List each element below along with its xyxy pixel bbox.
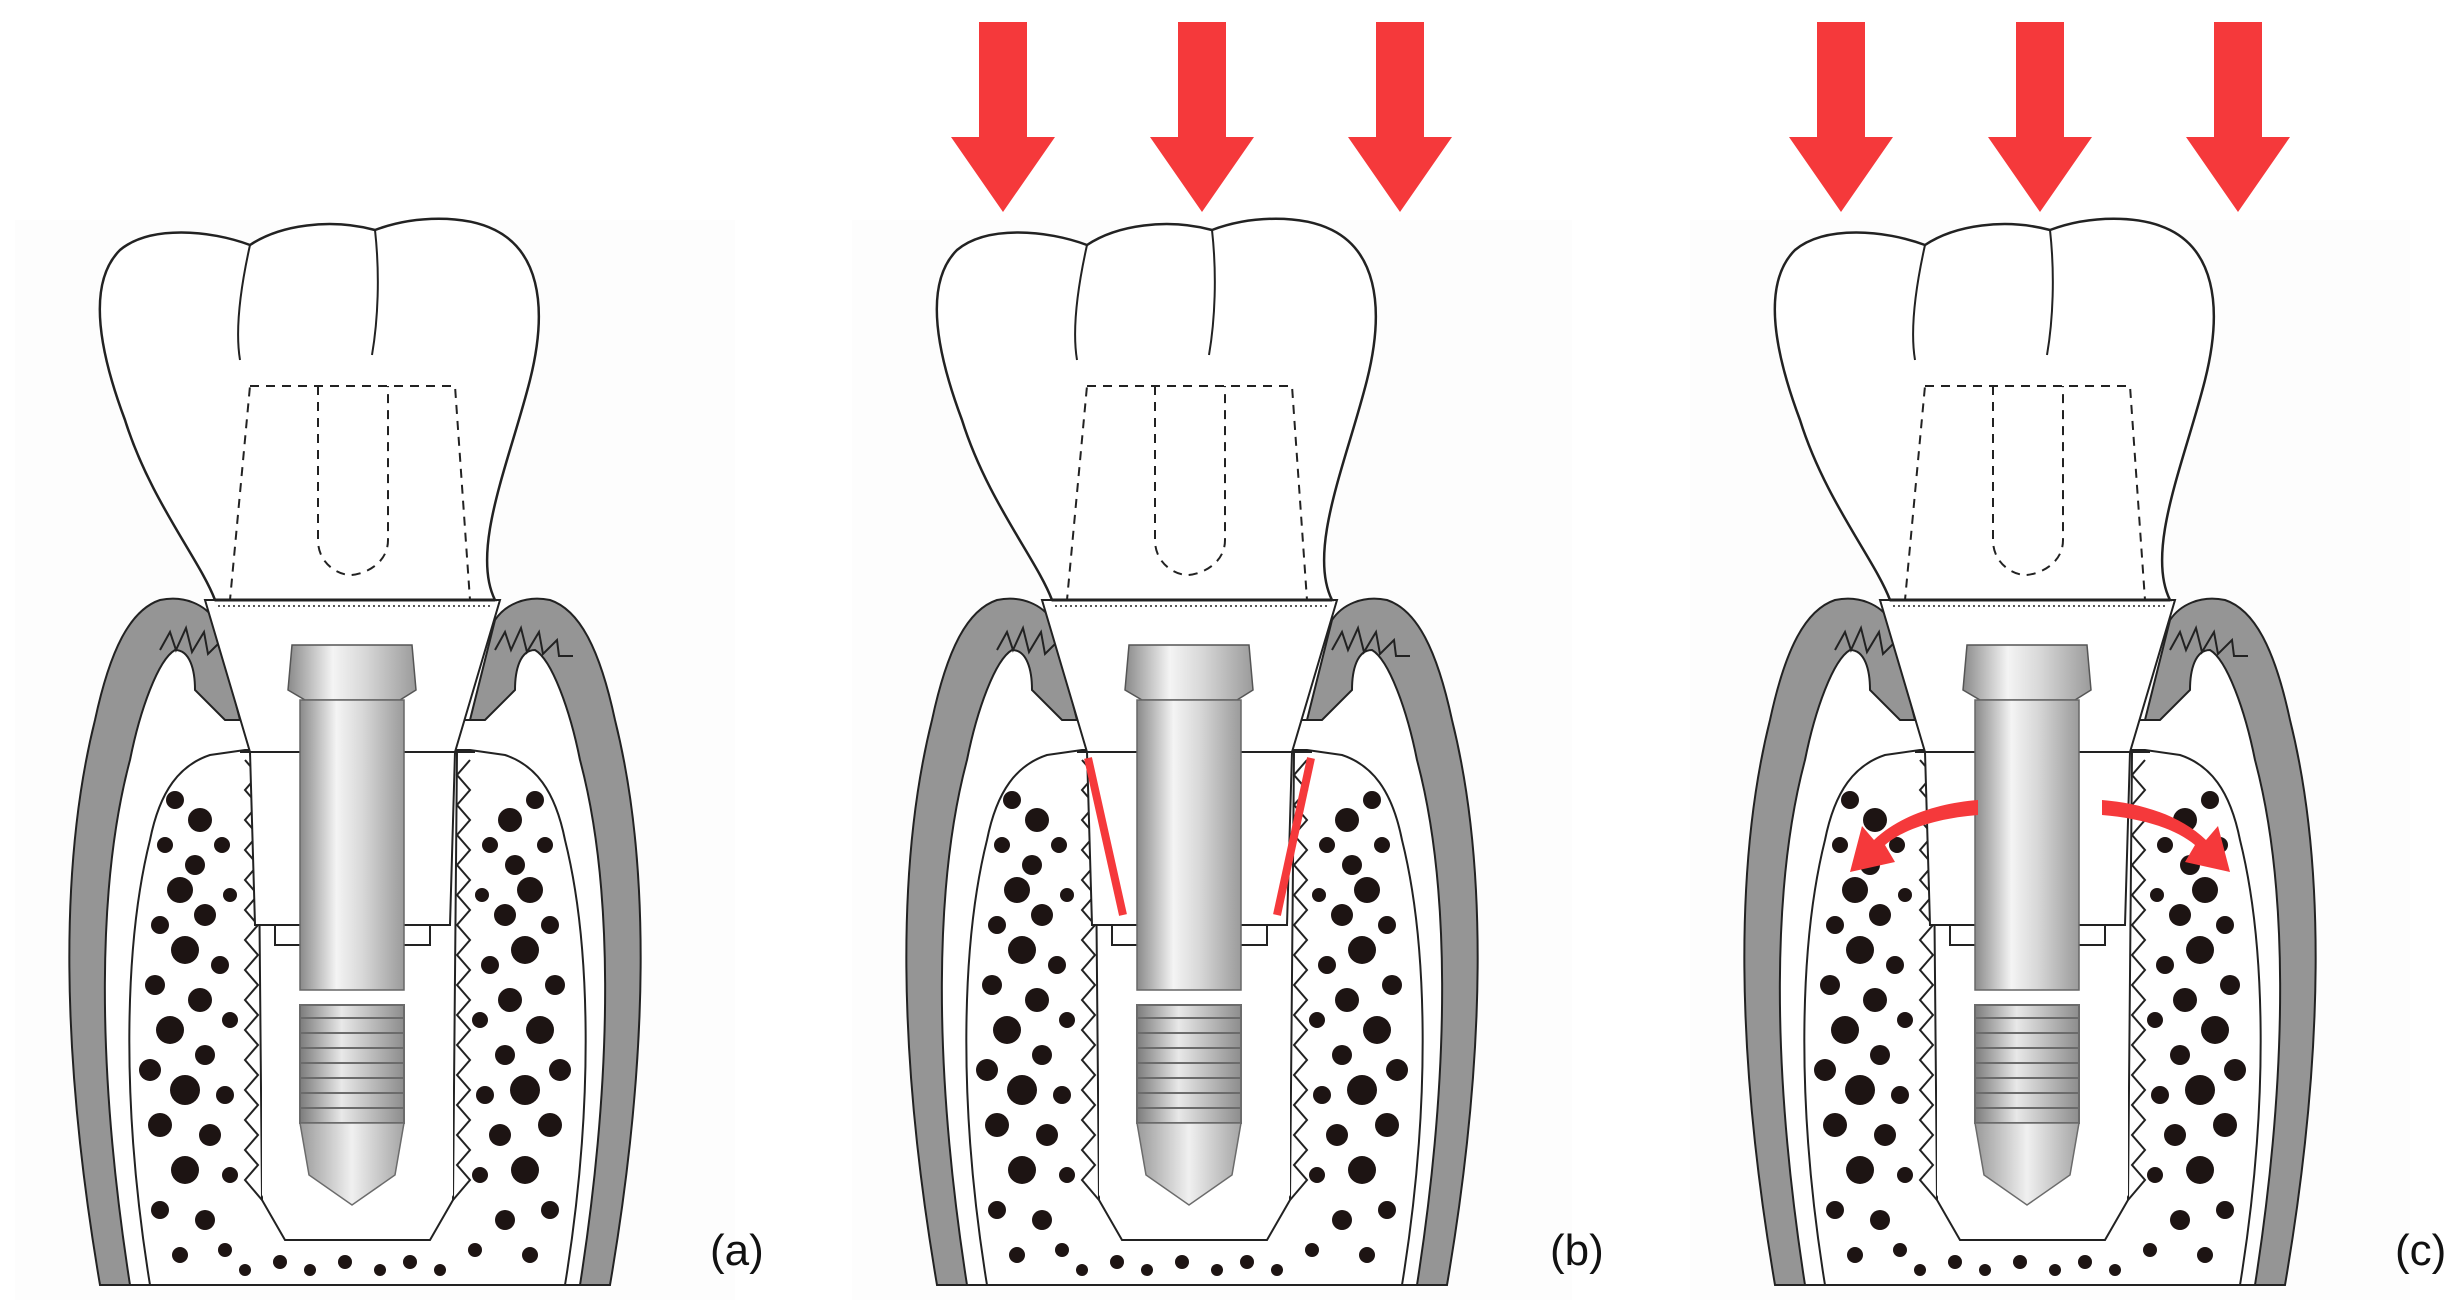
implant-unit [13,217,737,1302]
down-arrow-icon [2186,22,2290,212]
panel-c: (c) [1688,22,2446,1302]
interface-highlight-left [1084,757,1127,916]
implant-unit [850,217,1574,1302]
down-arrow-icon [1789,22,1893,212]
down-arrow-icon [1348,22,1452,212]
panel-label-a: (a) [710,1226,764,1275]
panel-b: (b) [850,22,1604,1302]
panel-label-c: (c) [2395,1226,2446,1275]
panel-a: (a) [13,217,764,1302]
curved-arrow-icon [2102,800,2230,872]
interface-highlight-right [1273,757,1315,916]
down-arrow-icon [1150,22,1254,212]
curved-arrow-icon [1850,800,1978,872]
down-arrow-icon [951,22,1055,212]
panel-label-b: (b) [1550,1226,1604,1275]
down-arrow-icon [1988,22,2092,212]
implant-unit [1688,217,2412,1302]
